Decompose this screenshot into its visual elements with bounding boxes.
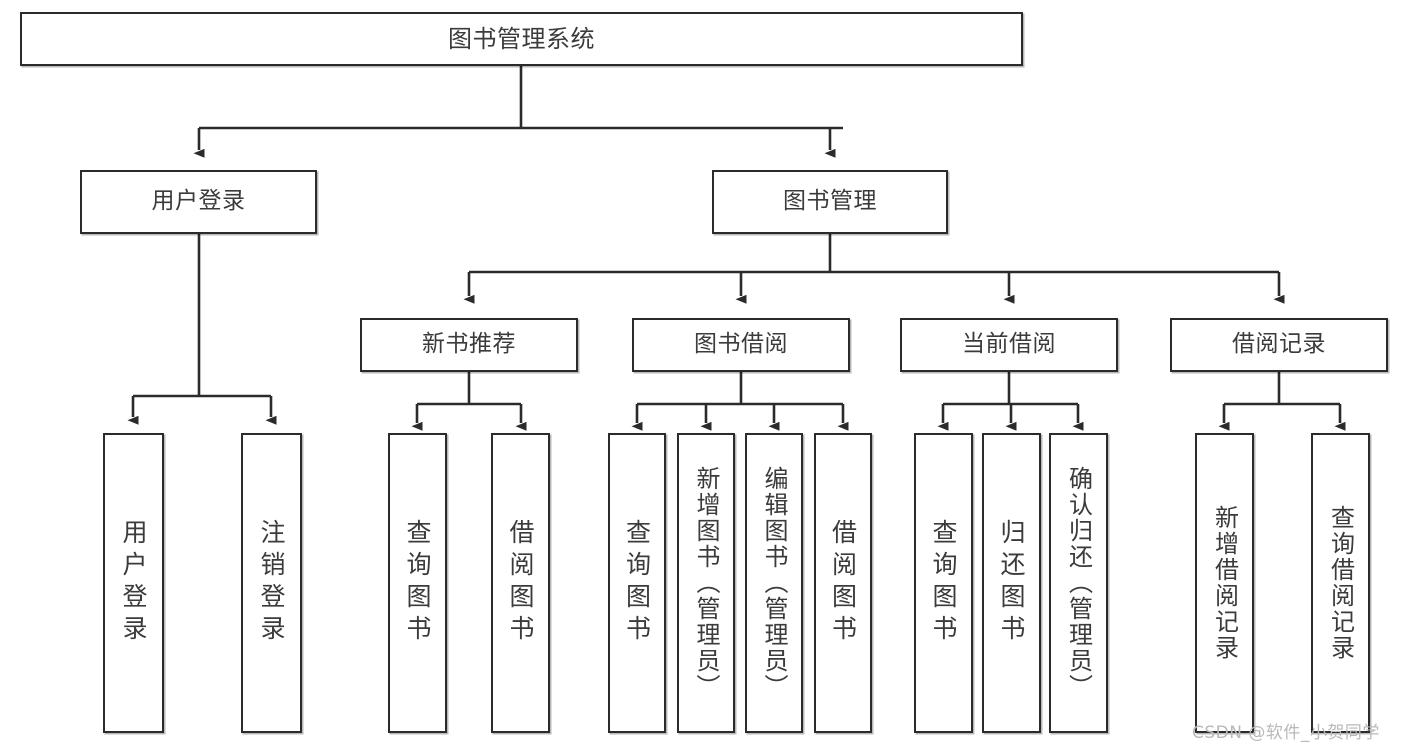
node-leaf-edit-book-label: 编辑图书（管理员） bbox=[760, 466, 788, 700]
node-root-label: 图书管理系统 bbox=[448, 24, 595, 53]
node-leaf-edit-book[interactable]: 编辑图书（管理员） bbox=[745, 433, 803, 733]
node-root[interactable]: 图书管理系统 bbox=[20, 12, 1023, 66]
node-leaf-add-book-label: 新增图书（管理员） bbox=[692, 466, 720, 700]
node-leaf-add-record-label: 新增借阅记录 bbox=[1210, 505, 1239, 661]
node-leaf-user-logout-label: 注销登录 bbox=[257, 519, 286, 647]
watermark-text: CSDN @软件_小贺同学 bbox=[1192, 723, 1380, 743]
node-leaf-borrow-book-2[interactable]: 借阅图书 bbox=[814, 433, 872, 733]
node-leaf-query-record[interactable]: 查询借阅记录 bbox=[1311, 433, 1370, 733]
node-new-book-rec[interactable]: 新书推荐 bbox=[360, 318, 578, 372]
node-leaf-add-record[interactable]: 新增借阅记录 bbox=[1195, 433, 1254, 733]
node-leaf-query-book-3-label: 查询图书 bbox=[929, 519, 958, 647]
node-user-login[interactable]: 用户登录 bbox=[80, 170, 317, 234]
node-book-borrow-label: 图书借阅 bbox=[694, 331, 788, 358]
node-leaf-query-book-2-label: 查询图书 bbox=[622, 519, 652, 647]
node-current-borrow-label: 当前借阅 bbox=[962, 331, 1056, 358]
node-leaf-user-login-label: 用户登录 bbox=[119, 519, 148, 647]
node-book-borrow[interactable]: 图书借阅 bbox=[632, 318, 850, 372]
node-leaf-user-login[interactable]: 用户登录 bbox=[103, 433, 164, 733]
node-leaf-return-book[interactable]: 归还图书 bbox=[982, 433, 1041, 733]
node-leaf-return-book-label: 归还图书 bbox=[997, 519, 1026, 647]
node-leaf-user-logout[interactable]: 注销登录 bbox=[241, 433, 302, 733]
node-leaf-query-book-3[interactable]: 查询图书 bbox=[914, 433, 973, 733]
node-leaf-query-book-2[interactable]: 查询图书 bbox=[608, 433, 666, 733]
node-leaf-query-record-label: 查询借阅记录 bbox=[1326, 505, 1355, 661]
node-borrow-record[interactable]: 借阅记录 bbox=[1170, 318, 1388, 372]
node-new-book-rec-label: 新书推荐 bbox=[422, 331, 516, 358]
node-borrow-record-label: 借阅记录 bbox=[1232, 331, 1326, 358]
node-current-borrow[interactable]: 当前借阅 bbox=[900, 318, 1118, 372]
node-user-login-label: 用户登录 bbox=[151, 188, 246, 215]
node-book-manage[interactable]: 图书管理 bbox=[712, 170, 948, 234]
node-leaf-confirm-return[interactable]: 确认归还（管理员） bbox=[1049, 433, 1108, 733]
node-leaf-borrow-book-1-label: 借阅图书 bbox=[506, 519, 535, 647]
node-leaf-borrow-book-2-label: 借阅图书 bbox=[828, 519, 858, 647]
node-leaf-borrow-book-1[interactable]: 借阅图书 bbox=[491, 433, 550, 733]
node-book-manage-label: 图书管理 bbox=[783, 188, 877, 215]
node-leaf-query-book-1[interactable]: 查询图书 bbox=[388, 433, 447, 733]
node-leaf-add-book[interactable]: 新增图书（管理员） bbox=[677, 433, 735, 733]
node-leaf-confirm-return-label: 确认归还（管理员） bbox=[1064, 466, 1093, 700]
node-leaf-query-book-1-label: 查询图书 bbox=[403, 519, 432, 647]
